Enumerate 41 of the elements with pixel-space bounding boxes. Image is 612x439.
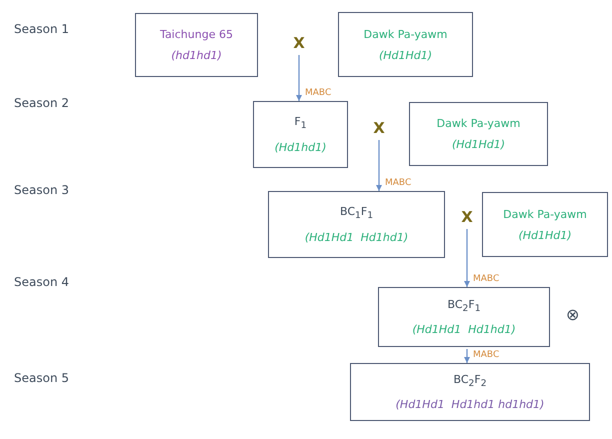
genotype-label: (Hd1hd1)	[274, 140, 326, 155]
line-name: Dawk Pa-yawm	[503, 206, 587, 222]
genotype-label: (Hd1Hd1 Hd1hd1)	[412, 322, 516, 338]
line-name: Taichunge 65	[160, 27, 233, 42]
edge-label: MABC	[304, 88, 332, 98]
season-label: Season 1	[14, 22, 70, 36]
genotype-label: (Hd1Hd1)	[518, 228, 572, 242]
edge-label: MABC	[384, 178, 412, 188]
cultivar-box	[409, 102, 548, 166]
cultivar-box	[338, 12, 473, 77]
cross-symbol: X	[373, 119, 385, 137]
cultivar-box	[135, 13, 258, 77]
genotype-label: (Hd1Hd1)	[378, 48, 432, 62]
season-label: Season 4	[14, 275, 70, 289]
cultivar-box	[268, 191, 445, 258]
cultivar-box	[378, 287, 550, 347]
arrow	[464, 349, 470, 363]
genotype-label: (Hd1Hd1)	[452, 137, 506, 152]
line-name: F$_{1}$	[294, 114, 307, 134]
genotype-label: (Hd1Hd1 Hd1hd1)	[304, 230, 408, 245]
line-name: BC$_{2}$F$_{2}$	[453, 372, 487, 392]
cultivar-box	[350, 363, 590, 421]
cross-symbol: X	[461, 208, 473, 226]
arrow	[296, 55, 302, 101]
cultivar-box	[482, 192, 608, 257]
arrow	[376, 140, 382, 191]
arrow	[464, 229, 470, 287]
cultivar-box	[253, 101, 348, 168]
line-name: Dawk Pa-yawm	[364, 26, 448, 42]
season-label: Season 2	[14, 96, 70, 110]
cross-symbol: X	[293, 34, 305, 52]
season-label: Season 3	[14, 183, 70, 197]
season-label: Season 5	[14, 371, 70, 385]
edge-label: MABC	[472, 274, 500, 284]
line-name: BC$_{1}$F$_{1}$	[340, 204, 374, 224]
edge-label: MABC	[472, 350, 500, 360]
genotype-label: (Hd1Hd1 Hd1hd1 hd1hd1)	[396, 397, 544, 412]
line-name: BC$_{2}$F$_{1}$	[447, 296, 481, 316]
genotype-label: (hd1hd1)	[171, 48, 222, 63]
selfing-symbol: ⊗	[566, 305, 580, 324]
line-name: Dawk Pa-yawm	[436, 116, 520, 131]
